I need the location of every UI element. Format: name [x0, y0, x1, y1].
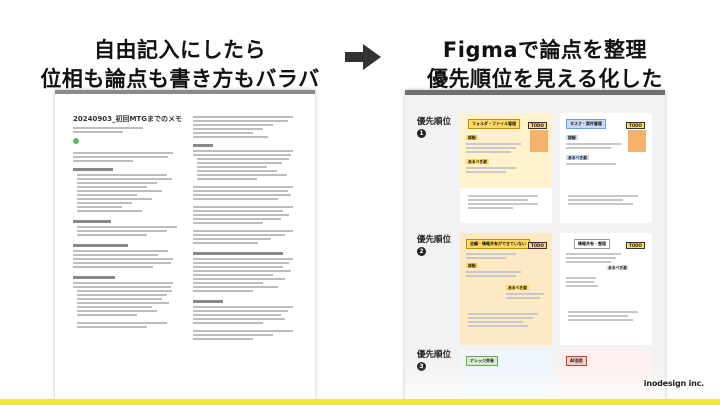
frame-issue[interactable]: 会議・情報共有ができていない TODO 詳細 あるべき姿: [460, 233, 552, 345]
todo-badge: TODO: [626, 122, 645, 129]
tag-ideal: あるべき姿: [566, 155, 589, 160]
tag-ideal: あるべき姿: [606, 265, 629, 270]
company-logo: inodesign inc.: [643, 379, 704, 388]
tag-ideal: あるべき姿: [506, 285, 529, 290]
tag-detail: 詳細: [466, 263, 478, 268]
bottom-accent-bar: [0, 399, 720, 405]
memo-title: 20240903_初回MTGまでのメモ: [73, 115, 182, 123]
memo-document: 20240903_初回MTGまでのメモ: [55, 90, 315, 405]
sticky-info: 情報共有・整理: [574, 239, 610, 249]
sticky-issue: 会議・情報共有ができていない: [466, 239, 530, 249]
figma-board: 優先順位 1 優先順位 2 優先順位 3 フォルダ・ファイル管理 TODO 詳細…: [405, 90, 665, 405]
headline-solution-line-2: 優先順位を見える化した: [427, 67, 663, 91]
sticky-task: タスク・案件管理: [566, 119, 606, 129]
todo-badge: TODO: [528, 122, 547, 129]
headline-solution-line-1: Figmaで論点を整理: [442, 38, 648, 62]
priority-label-2: 優先順位 2: [417, 235, 452, 256]
todo-badge: TODO: [528, 242, 547, 249]
headline-solution: Figmaで論点を整理 優先順位を見える化した: [395, 36, 695, 94]
todo-badge: TODO: [626, 242, 645, 249]
priority-badge-1: 1: [417, 129, 426, 138]
tag-ideal: あるべき姿: [466, 159, 489, 164]
frame-info[interactable]: 情報共有・整理 TODO あるべき姿: [560, 233, 652, 345]
headline-problem: 自由記入にしたら 位相も論点も書き方もバラバラ: [30, 36, 330, 123]
headline-problem-line-1: 自由記入にしたら: [94, 38, 266, 62]
sticky-folder: フォルダ・ファイル管理: [468, 119, 520, 129]
priority-label-1: 優先順位 1: [417, 117, 452, 138]
frame-task[interactable]: タスク・案件管理 TODO 詳細 あるべき姿: [560, 113, 652, 223]
tag-detail: 詳細: [466, 135, 478, 140]
priority-badge-2: 2: [417, 247, 426, 256]
tag-detail: 詳細: [566, 135, 578, 140]
frame-folder[interactable]: フォルダ・ファイル管理 TODO 詳細 あるべき姿: [460, 113, 552, 223]
arrow-right-icon: [345, 44, 381, 70]
headline-problem-line-2: 位相も論点も書き方もバラバラ: [40, 67, 320, 120]
